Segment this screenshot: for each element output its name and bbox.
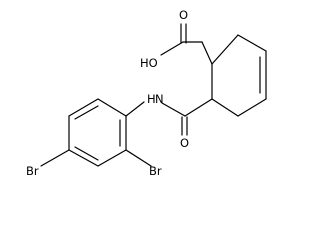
aryl-bond-1 [97,98,127,117]
carboxylic-acid-group [160,23,213,65]
atom-label-amide-oxygen: O [180,136,189,150]
ring-bond-c1-c2 [211,34,239,65]
atom-label-hydroxyl: HO [140,56,158,70]
atom-label-bromine-ortho: Br [149,164,162,178]
bond-c-br-ortho [125,149,152,167]
aryl-bond-4-inner [74,146,99,161]
atom-label-carboxyl-oxygen: O [179,8,188,22]
dibromophenyl-ring [40,98,152,167]
atom-label-amide-nitrogen: N [155,92,164,106]
bond-c-br-para [40,149,70,167]
bond-c6-amide-c [184,98,213,117]
bond-c-oh [160,41,184,56]
bond-n-aryl [125,101,145,117]
chemical-structure-diagram: O HO H N O Br Br [26,8,267,178]
aryl-bond-5 [97,149,127,167]
amide-group [125,98,213,136]
aryl-bond-2 [68,98,99,117]
ring-bond-c2-c3 [237,34,267,52]
cyclohexene-ring [211,34,267,117]
ring-bond-c4-c5 [237,98,267,117]
ring-bond-c5-c6 [211,98,239,117]
atom-label-bromine-para: Br [26,164,39,178]
bond-amide-c-n [161,102,186,117]
bond-ca-c-c1 [201,41,213,65]
aryl-bond-2-inner [74,105,99,120]
aryl-bond-4 [68,149,99,167]
atom-label-amide-hydrogen: H [147,92,156,106]
